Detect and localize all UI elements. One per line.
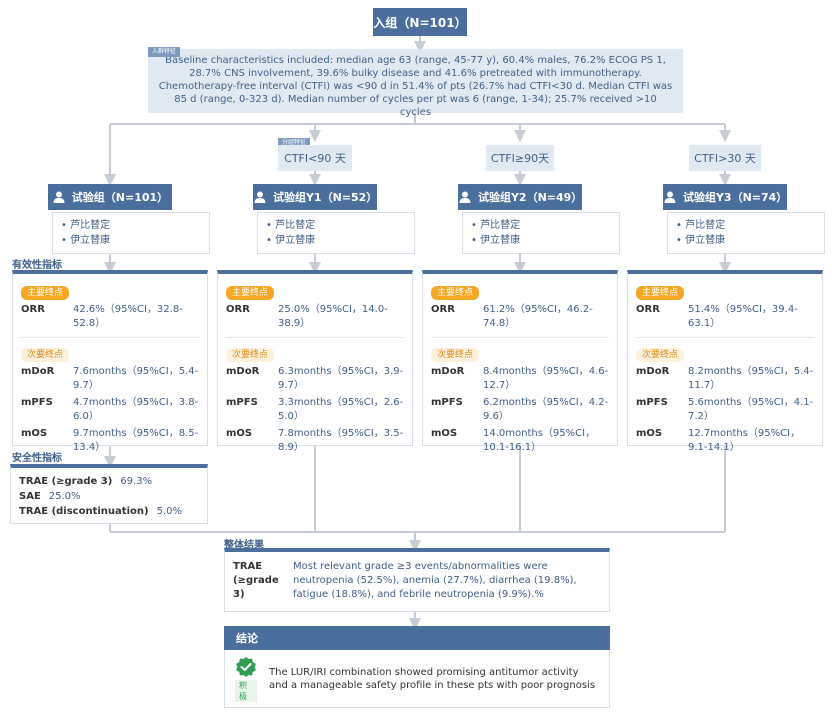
ctfi-label: CTFI<90 天: [284, 152, 346, 165]
user-icon: [53, 191, 65, 203]
ctfi-label: CTFI>30 天: [694, 152, 756, 165]
conclusion-header: 结论: [224, 626, 610, 650]
efficacy-section-label: 有效性指标: [12, 260, 62, 271]
overall-section-label: 整体结果: [224, 540, 264, 551]
arm-header-y2: 试验组Y2（N=49）: [458, 184, 582, 210]
drug-item: • 芦比替定: [266, 220, 316, 231]
divider: [431, 337, 609, 338]
secondary-endpoint-badge: 次要终点: [636, 348, 685, 362]
divider: [636, 337, 814, 338]
arm-title: 试验组Y2（N=49）: [477, 191, 583, 204]
conclusion-text: The LUR/IRI combination showed promising…: [269, 666, 596, 691]
drug-item: • 芦比替定: [471, 220, 521, 231]
baseline-characteristics-box: Baseline characteristics included: media…: [148, 49, 683, 118]
ctfi-box-y3: CTFI>30 天: [689, 145, 761, 171]
ctfi-box-y2: CTFI≥90天: [486, 145, 554, 171]
overall-key: TRAE (≥grade 3): [233, 561, 279, 600]
baseline-tag: 入群特征: [148, 47, 181, 57]
safety-section-label: 安全性指标: [12, 453, 62, 464]
primary-endpoint-badge: 主要终点: [636, 286, 685, 300]
overall-value: Most relevant grade ≥3 events/abnormalit…: [293, 561, 577, 600]
safety-row: TRAE (discontinuation)5.0%: [19, 506, 182, 517]
secondary-endpoint-badge: 次要终点: [431, 348, 480, 362]
user-icon: [254, 191, 266, 203]
drug-item: • 伊立替康: [61, 235, 111, 246]
divider: [226, 337, 404, 338]
drug-item: • 伊立替康: [471, 235, 521, 246]
conclusion-title: 结论: [236, 632, 258, 645]
arm-drugs-all: • 芦比替定 • 伊立替康: [52, 212, 210, 254]
arm-header-y1: 试验组Y1（N=52）: [253, 184, 377, 210]
arm-drugs-y1: • 芦比替定 • 伊立替康: [257, 212, 415, 254]
safety-row: TRAE (≥grade 3)69.3%: [19, 476, 153, 487]
secondary-endpoint-badge: 次要终点: [21, 348, 70, 362]
baseline-text: Baseline characteristics included: media…: [158, 55, 673, 118]
primary-endpoint-badge: 主要终点: [431, 286, 480, 300]
drug-item: • 伊立替康: [676, 235, 726, 246]
ctfi-label: CTFI≥90天: [490, 152, 550, 165]
arm-title: 试验组Y1（N=52）: [272, 191, 378, 204]
enrollment-label: 入组（N=101）: [373, 15, 467, 30]
primary-endpoint-badge: 主要终点: [21, 286, 70, 300]
conclusion-badge: 积极: [235, 656, 257, 702]
check-shield-icon: [236, 656, 256, 677]
conclusion-body: 积极 The LUR/IRI combination showed promis…: [224, 650, 610, 708]
arm-drugs-y3: • 芦比替定 • 伊立替康: [667, 212, 825, 254]
drug-item: • 伊立替康: [266, 235, 316, 246]
arm-title: 试验组（N=101）: [71, 191, 169, 204]
overall-results-box: TRAE (≥grade 3) Most relevant grade ≥3 e…: [224, 548, 610, 612]
user-icon: [459, 191, 471, 203]
user-icon: [664, 191, 676, 203]
arm-header-y3: 试验组Y3（N=74）: [663, 184, 787, 210]
divider: [21, 337, 199, 338]
stratification-tag: 分组特征: [278, 138, 311, 148]
ctfi-box-y1: CTFI<90 天: [278, 145, 352, 171]
primary-endpoint-badge: 主要终点: [226, 286, 275, 300]
arm-drugs-y2: • 芦比替定 • 伊立替康: [462, 212, 620, 254]
arm-header-all: 试验组（N=101）: [48, 184, 172, 210]
enrollment-box: 入组（N=101）: [373, 8, 467, 36]
arm-title: 试验组Y3（N=74）: [682, 191, 788, 204]
positive-tag: 积极: [235, 679, 257, 702]
drug-item: • 芦比替定: [676, 220, 726, 231]
drug-item: • 芦比替定: [61, 220, 111, 231]
secondary-endpoint-badge: 次要终点: [226, 348, 275, 362]
